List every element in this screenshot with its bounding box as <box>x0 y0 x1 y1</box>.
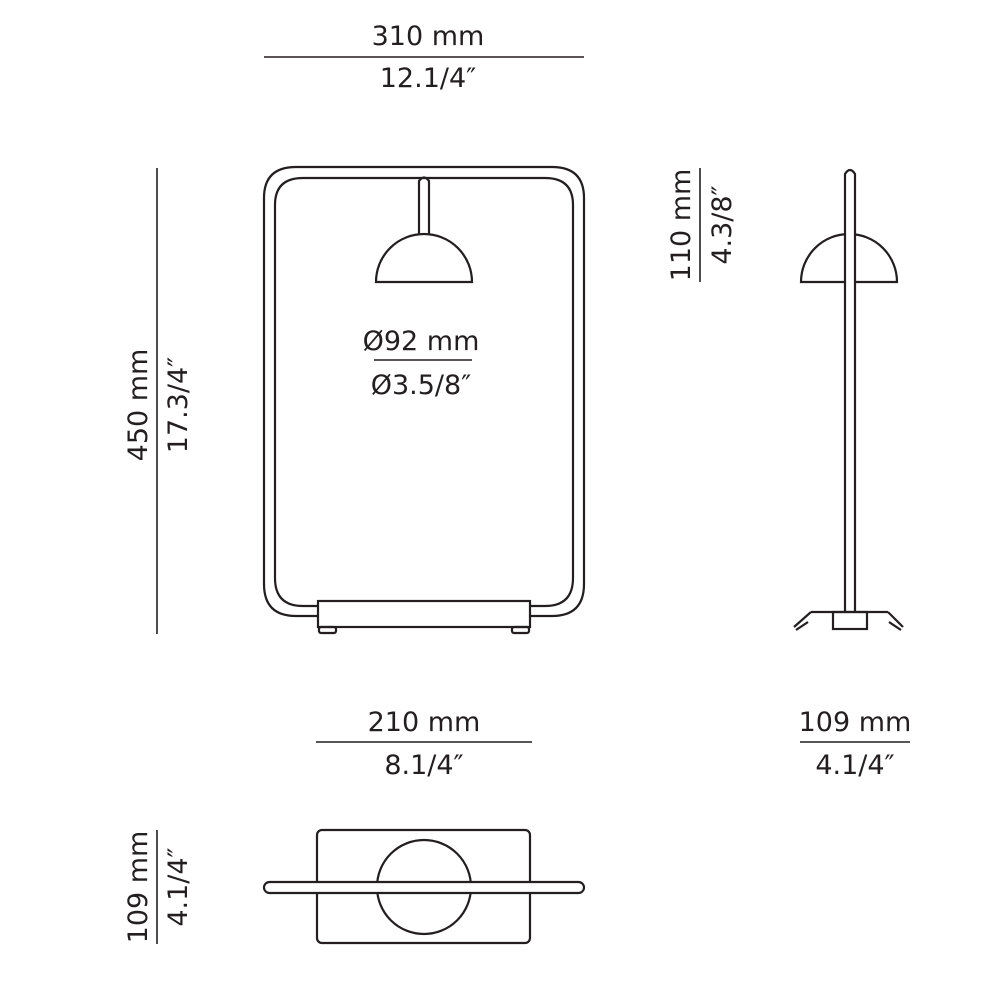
front-view <box>262 165 586 635</box>
top-frame-bar <box>262 880 586 895</box>
side-view <box>793 168 904 631</box>
side-stem <box>843 168 857 612</box>
top-depth-imperial: 4.1/4″ <box>163 847 194 926</box>
base-width-metric: 210 mm <box>368 707 481 738</box>
base-foot-right <box>510 625 531 635</box>
lamp-shade <box>374 232 474 284</box>
front-height-imperial: 17.3/4″ <box>163 357 194 453</box>
front-width-metric: 310 mm <box>372 21 485 52</box>
lamp-base <box>316 599 532 629</box>
top-view <box>262 828 586 945</box>
shade-height-dimension: 110 mm 4.3/8″ <box>666 168 738 282</box>
frame-outer-outline <box>262 165 586 618</box>
shade-height-imperial: 4.3/8″ <box>707 185 738 264</box>
shade-diameter-dimension: Ø92 mm Ø3.5/8″ <box>363 326 480 401</box>
side-depth-metric: 109 mm <box>799 707 912 738</box>
side-depth-imperial: 4.1/4″ <box>815 750 894 781</box>
base-foot-left <box>317 625 338 635</box>
shade-diameter-metric: Ø92 mm <box>363 326 480 357</box>
top-depth-metric: 109 mm <box>123 831 154 944</box>
side-foot-right <box>888 621 902 631</box>
shade-diameter-imperial: Ø3.5/8″ <box>371 370 472 401</box>
lamp-stem <box>417 176 431 234</box>
side-base-block <box>831 610 869 631</box>
side-foot-left <box>795 621 809 631</box>
top-depth-dimension: 109 mm 4.1/4″ <box>123 830 194 944</box>
side-depth-dimension: 109 mm 4.1/4″ <box>799 707 912 781</box>
base-width-dimension: 210 mm 8.1/4″ <box>316 707 532 781</box>
front-width-dimension: 310 mm 12.1/4″ <box>264 21 584 94</box>
front-height-metric: 450 mm <box>123 349 154 462</box>
front-width-imperial: 12.1/4″ <box>380 63 476 94</box>
shade-height-metric: 110 mm <box>666 169 697 282</box>
base-width-imperial: 8.1/4″ <box>384 750 463 781</box>
front-height-dimension: 450 mm 17.3/4″ <box>123 168 194 634</box>
side-base-legs <box>793 611 904 628</box>
